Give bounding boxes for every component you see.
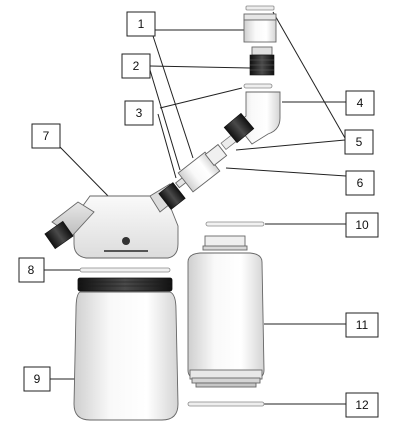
leader-2b: [149, 69, 181, 171]
leader-1b: [152, 35, 194, 159]
callout-9: 9: [23, 366, 51, 392]
callout-5: 5: [344, 129, 374, 155]
leader-2: [149, 65, 251, 69]
leader-6: [225, 167, 347, 177]
callouts: 1 2 3 4 5 6 7 8: [18, 11, 379, 418]
callout-7-label: 7: [43, 129, 50, 143]
callout-12: 12: [345, 392, 379, 418]
part-1-cap: [243, 5, 277, 43]
leader-lines: [44, 11, 347, 405]
part-11-housing: [187, 235, 265, 388]
part-10-gasket: [205, 221, 265, 227]
part-4-elbow: [223, 91, 281, 145]
callout-3-label: 3: [136, 106, 143, 120]
callout-2: 2: [121, 53, 151, 79]
callout-6-label: 6: [357, 176, 364, 190]
callout-11-label: 11: [356, 318, 369, 332]
callout-3: 3: [124, 100, 154, 126]
leader-3b: [157, 113, 177, 179]
callout-8: 8: [18, 257, 45, 283]
leader-5b: [235, 139, 346, 151]
callout-7: 7: [31, 123, 61, 149]
leader-5: [272, 11, 346, 139]
part-9-jar: [73, 277, 179, 421]
part-6-coupling: [177, 143, 228, 193]
callout-1-label: 1: [138, 17, 145, 31]
callout-11: 11: [345, 312, 379, 338]
callout-8-label: 8: [28, 263, 35, 277]
callout-12-label: 12: [355, 398, 369, 412]
callout-4: 4: [345, 90, 375, 116]
leader-7: [57, 144, 113, 201]
callout-2-label: 2: [133, 59, 140, 73]
callout-6: 6: [345, 170, 375, 196]
callout-5-label: 5: [356, 135, 363, 149]
part-2-adapter: [249, 46, 275, 76]
callout-9-label: 9: [34, 372, 41, 386]
callout-1: 1: [126, 11, 156, 37]
callout-10: 10: [345, 212, 379, 238]
callout-4-label: 4: [357, 96, 364, 110]
callout-10-label: 10: [355, 218, 369, 232]
part-8-gasket: [79, 267, 171, 273]
part-3-gasket: [243, 83, 273, 89]
part-12-gasket: [187, 401, 265, 407]
leader-3: [159, 87, 243, 109]
